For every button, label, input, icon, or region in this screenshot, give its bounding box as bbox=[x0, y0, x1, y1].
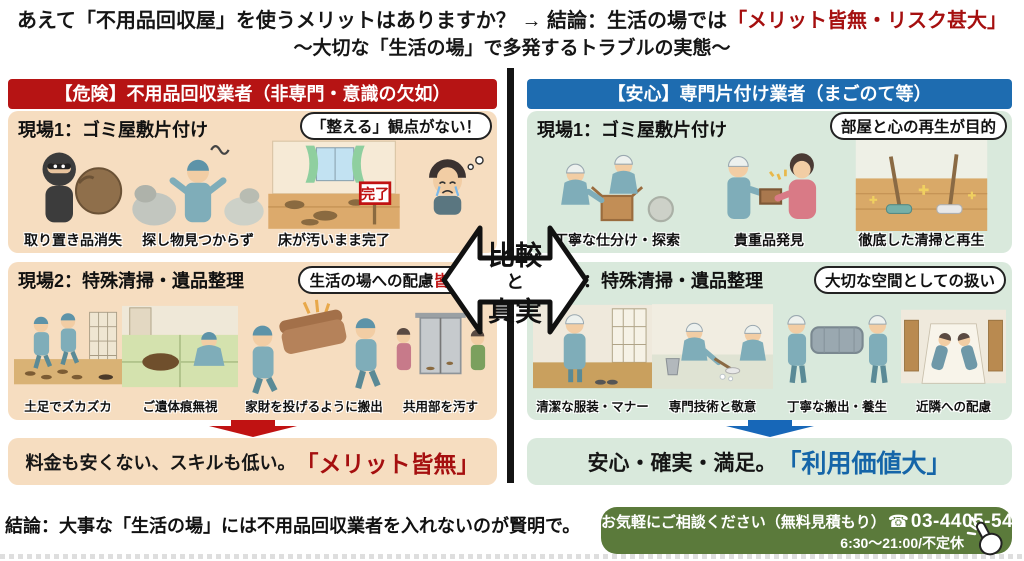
danger-scene2-label: 現場2：特殊清掃・遺品整理 bbox=[18, 271, 245, 291]
stain-ignored-illustration bbox=[122, 305, 238, 388]
item-caption: 近隣への配慮 bbox=[915, 400, 991, 414]
scene-item: 土足でズカズカ bbox=[14, 295, 122, 417]
safe-scene1-label: 現場1：ゴミ屋敷片付け bbox=[537, 120, 728, 140]
contact-message: お気軽にご相談ください（無料見積もり） bbox=[601, 514, 886, 531]
item-caption: 床が汚いまま完了 bbox=[278, 232, 390, 248]
furniture-throwing-illustration bbox=[252, 299, 381, 395]
item-caption: 土足でズカズカ bbox=[24, 400, 112, 414]
scene-item: 専門技術と敬意 bbox=[652, 295, 773, 417]
crying-man-illustration bbox=[429, 156, 484, 215]
scene-item: 丁寧な仕分け・探索 bbox=[533, 139, 701, 250]
scene-item: 近隣への配慮 bbox=[901, 295, 1006, 417]
comparison-word: と bbox=[506, 272, 524, 292]
item-caption: 丁寧な搬出・養生 bbox=[786, 400, 887, 414]
scene-item: 丁寧な搬出・養生 bbox=[773, 295, 901, 417]
dirty-floor-illustration: 完了 bbox=[268, 140, 400, 229]
item-caption: 取り置き品消失 bbox=[24, 232, 122, 248]
comparison-word: 真実 bbox=[488, 297, 542, 327]
contact-banner[interactable]: お気軽にご相談ください（無料見積もり）☎03-4405-5420 6:30～21… bbox=[601, 507, 1024, 556]
danger-scene1: 現場1：ゴミ屋敷片付け 「整える」観点がない！ 取り置き品消失 bbox=[8, 111, 497, 253]
scene-item: 取り置き品消失 bbox=[14, 139, 132, 250]
bottom-edge-artifact bbox=[0, 554, 1024, 559]
safe-result-text: 安心・確実・満足。 bbox=[587, 451, 777, 475]
page-subtitle: ～大切な「生活の場」で多発するトラブルの実態～ bbox=[293, 38, 731, 59]
scene-item: 家財を投げるように搬出 bbox=[238, 295, 390, 417]
scene-item: 完了 床が汚いまま完了 bbox=[264, 139, 404, 250]
danger-panel: 【危険】不用品回収業者（非専門・意識の欠如） 現場1：ゴミ屋敷片付け 「整える」… bbox=[8, 79, 497, 485]
danger-result-text: 料金も安くない、スキルも低い。 bbox=[25, 452, 296, 473]
comparison-word: 比較 bbox=[488, 241, 542, 271]
item-caption: 専門技術と敬意 bbox=[668, 400, 757, 414]
item-caption: 貴重品発見 bbox=[734, 232, 804, 248]
scene-item: 共用部を汚す bbox=[390, 295, 491, 417]
careful-carry-illustration bbox=[787, 315, 888, 384]
careful-sorting-illustration bbox=[561, 154, 674, 223]
scene-item: ご遺体痕無視 bbox=[122, 295, 238, 417]
conclusion-text: 結論：大事な「生活の場」には不用品回収業者を入れないのが賢明で。 bbox=[5, 516, 581, 536]
danger-result-emphasis: 「メリット皆無」 bbox=[295, 450, 480, 477]
item-caption: 丁寧な仕分け・探索 bbox=[554, 232, 680, 248]
scene-item: 探し物見つからず bbox=[132, 139, 264, 250]
kanryo-sign-text: 完了 bbox=[361, 185, 389, 203]
item-caption: 家財を投げるように搬出 bbox=[245, 400, 383, 414]
safe-scene1: 現場1：ゴミ屋敷片付け 部屋と心の再生が目的 丁寧な仕分け・探索 bbox=[527, 111, 1012, 253]
safe-scene1-speech-bubble: 部屋と心の再生が目的 bbox=[829, 112, 1007, 140]
thief-illustration bbox=[42, 152, 123, 223]
scene-item bbox=[404, 139, 491, 250]
danger-panel-header: 【危険】不用品回収業者（非専門・意識の欠如） bbox=[8, 79, 497, 109]
scene-item: 貴重品発見 bbox=[701, 139, 837, 250]
title-black-part: あえて「不用品回収屋」を使うメリットはありますか？ → 結論：生活の場では bbox=[16, 10, 728, 32]
safe-result-emphasis: 「利用価値大」 bbox=[776, 449, 952, 478]
item-caption: 共用部を汚す bbox=[402, 400, 478, 414]
item-caption: 探し物見つからず bbox=[142, 232, 254, 248]
bubble-black-part: 生活の場への配慮 bbox=[309, 273, 434, 290]
valuables-found-illustration bbox=[727, 153, 817, 219]
contact-phone-number: 03-4405-5420 bbox=[910, 511, 1024, 532]
comparison-arrow: 比較 と 真実 bbox=[440, 206, 590, 354]
scene-item: 徹底した清掃と再生 bbox=[837, 139, 1006, 250]
danger-scene2: 現場2：特殊清掃・遺品整理 生活の場への配慮皆無！ bbox=[8, 262, 497, 420]
contact-line1: お気軽にご相談ください（無料見積もり）☎03-4405-5420 bbox=[601, 511, 1024, 533]
safe-panel-header: 【安心】専門片付け業者（まごのて等） bbox=[527, 79, 1012, 109]
double-arrow-icon bbox=[441, 225, 589, 335]
safe-down-arrow bbox=[725, 420, 814, 437]
thorough-cleaning-illustration bbox=[855, 139, 988, 231]
contact-hours: 6:30～21:00/不定休 bbox=[840, 535, 964, 551]
item-caption: ご遺体痕無視 bbox=[142, 400, 218, 414]
muddy-shoes-illustration bbox=[14, 311, 122, 385]
safe-result-box: 安心・確実・満足。「利用価値大」 bbox=[527, 438, 1012, 485]
page-title: あえて「不用品回収屋」を使うメリットはありますか？ → 結論：生活の場では「メリ… bbox=[0, 4, 1024, 33]
dirty-common-area-illustration bbox=[396, 312, 486, 375]
neighbor-consideration-illustration bbox=[901, 309, 1006, 384]
item-caption: 清潔な服装・マナー bbox=[536, 400, 649, 414]
safe-scene2-speech-bubble: 大切な空間としての扱い bbox=[813, 266, 1006, 294]
safe-scene2: 現場2：特殊清掃・遺品整理 大切な空間としての扱い 清潔な服装・マナー bbox=[527, 262, 1012, 420]
hand-cursor-icon bbox=[966, 516, 1003, 556]
danger-scene1-label: 現場1：ゴミ屋敷片付け bbox=[18, 120, 209, 140]
safe-panel: 【安心】専門片付け業者（まごのて等） 現場1：ゴミ屋敷片付け 部屋と心の再生が目… bbox=[527, 79, 1012, 485]
expert-technique-illustration bbox=[652, 304, 773, 389]
danger-scene1-speech-bubble: 「整える」観点がない！ bbox=[299, 112, 492, 140]
danger-result-box: 料金も安くない、スキルも低い。「メリット皆無」 bbox=[8, 438, 497, 485]
danger-down-arrow bbox=[208, 420, 297, 437]
searching-worker-illustration bbox=[132, 145, 264, 226]
telephone-icon: ☎ bbox=[887, 512, 909, 531]
title-red-part: 「メリット皆無・リスク甚大」 bbox=[727, 10, 1008, 32]
item-caption: 徹底した清掃と再生 bbox=[858, 232, 985, 248]
safe-scene2-label: 現場2：特殊清掃・遺品整理 bbox=[537, 271, 764, 291]
